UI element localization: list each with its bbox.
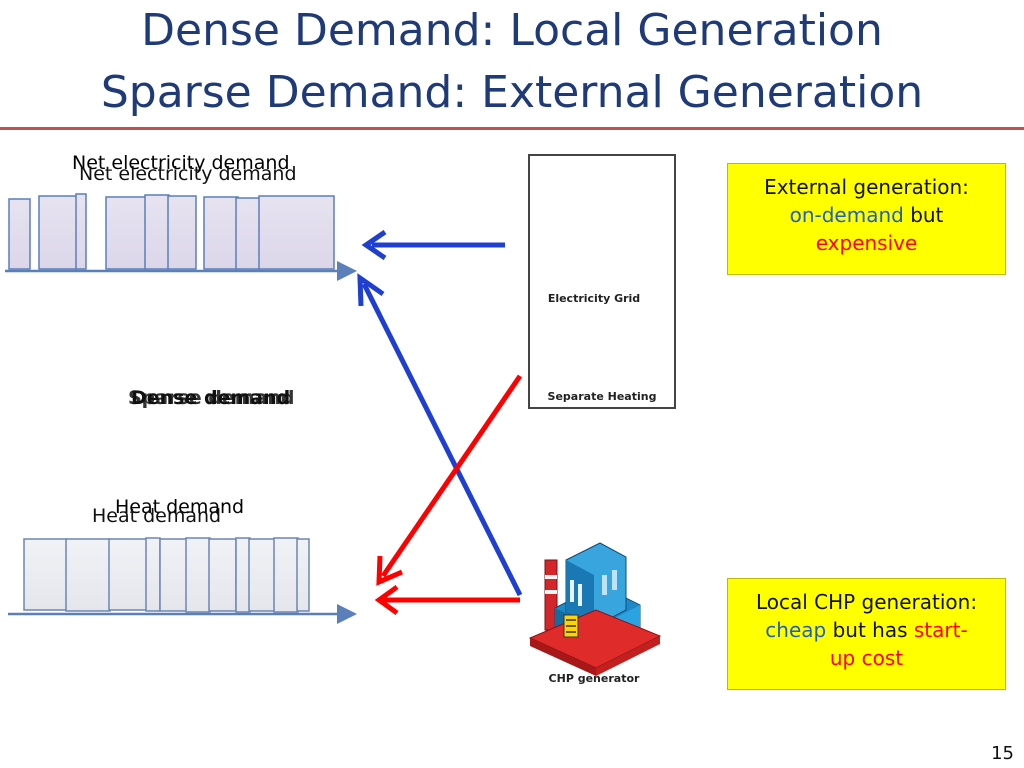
page-number: 15 (991, 743, 1014, 764)
separate-heating-caption: Separate Heating (547, 390, 657, 403)
red-arrow-heating (376, 374, 523, 586)
local-chp-callout: Local CHP generation: cheap but has star… (727, 578, 1006, 690)
external-generation-panel (528, 154, 676, 409)
net-electricity-demand-label-ghost: Net electricity demand (72, 152, 290, 174)
title-line-2: Sparse Demand: External Generation (100, 67, 924, 118)
external-generation-callout: External generation: on-demand but expen… (727, 163, 1006, 275)
elec-bar (167, 195, 197, 270)
on-demand-text: on-demand (789, 203, 904, 227)
heat-bar (273, 537, 299, 613)
but-text: but (910, 203, 944, 227)
heat-bar (23, 538, 68, 611)
expensive-text: expensive (815, 231, 918, 255)
elec-bar (105, 196, 147, 270)
blue-arrow-grid (361, 229, 505, 261)
heat-demand-label: Heat demand (92, 505, 222, 527)
up-cost-text: up cost (829, 646, 904, 670)
dense-demand-label: Dense demand (131, 387, 291, 409)
elec-bar (203, 196, 239, 270)
heat-bar (159, 538, 188, 612)
heat-bar (65, 538, 111, 612)
heat-bar (296, 538, 310, 612)
elec-bar (38, 195, 78, 270)
elec-bar (235, 197, 261, 270)
net-electricity-demand-label: Net electricity demand (79, 163, 297, 185)
elec-bar (258, 195, 335, 270)
elec-bar (144, 194, 170, 270)
start-text: start- (913, 618, 968, 642)
sparse-demand-label: Sparse demand (128, 387, 295, 409)
local-chp-line1: Local CHP generation: (755, 590, 978, 614)
chp-generator-caption: CHP generator (548, 672, 640, 685)
heat-bar (208, 538, 237, 612)
elec-bar (8, 198, 31, 270)
external-generation-line1: External generation: (764, 175, 969, 199)
but-has-text: but has (832, 618, 908, 642)
chp-factory-icon (528, 542, 662, 676)
electricity-demand-bars (8, 193, 335, 270)
local-chp-line2: cheap but has start- (728, 616, 1005, 644)
heat-bar (108, 538, 148, 611)
heat-demand-label-ghost: Heat demand (115, 496, 245, 518)
title-line-1: Dense Demand: Local Generation (141, 5, 883, 56)
red-arrow-chp (374, 584, 520, 616)
heat-demand-bars (23, 537, 310, 613)
blue-arrow-chp (357, 273, 523, 597)
heat-bar (145, 537, 161, 612)
electricity-grid-caption: Electricity Grid (547, 292, 641, 305)
elec-bar (75, 193, 87, 270)
external-generation-line2: on-demand but (728, 201, 1005, 229)
title-divider (0, 127, 1024, 130)
heat-bar (248, 538, 276, 612)
heat-bar (185, 537, 211, 613)
cheap-text: cheap (765, 618, 827, 642)
slide-title: Dense Demand: Local Generation Sparse De… (0, 0, 1024, 124)
heat-bar (235, 537, 251, 613)
